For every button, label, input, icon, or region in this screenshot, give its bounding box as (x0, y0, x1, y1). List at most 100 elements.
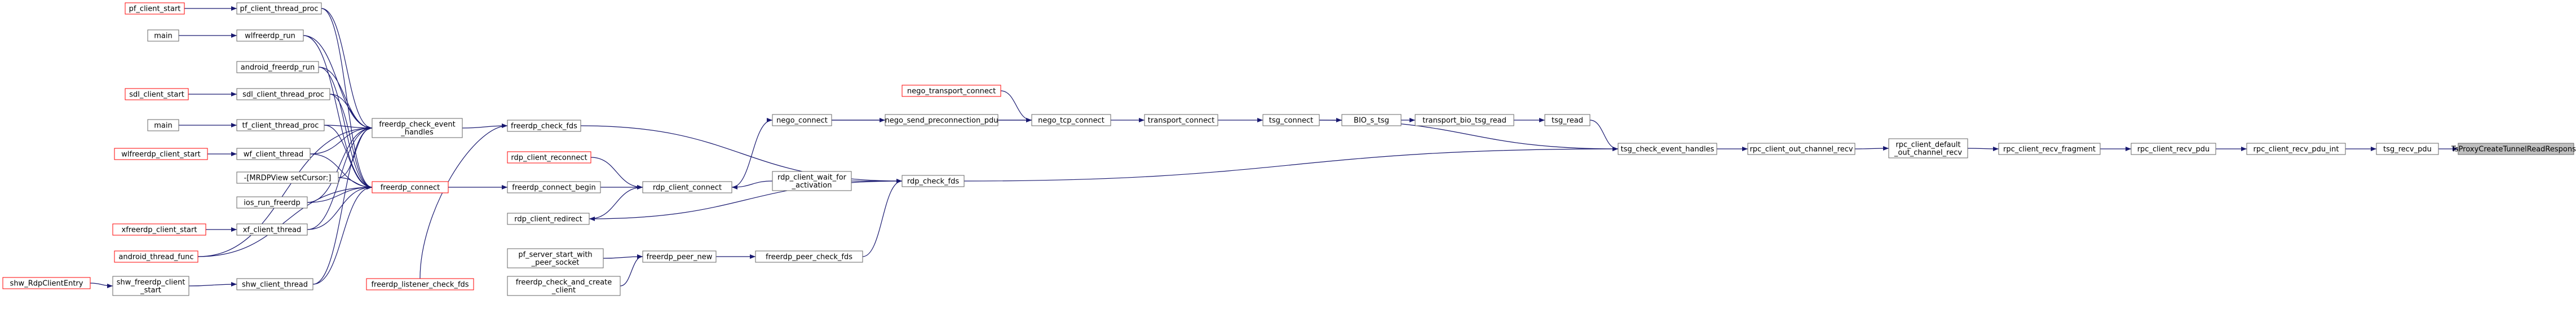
node-rpc-client-recv-fragment[interactable]: rpc_client_recv_fragment (1998, 143, 2101, 155)
node-freerdp-check-event-handles[interactable]: freerdp_check_event_handles (372, 118, 463, 138)
node-box (114, 148, 208, 160)
node-box (112, 276, 189, 296)
edge-rdp_check_fds-to-tsg_check_event_handles (964, 147, 1619, 182)
node-tsg-check-event-handles[interactable]: tsg_check_event_handles (1618, 143, 1717, 155)
node-box (902, 175, 965, 187)
node-label: main (154, 122, 172, 130)
node-shw-client-thread[interactable]: shw_client_thread (236, 278, 313, 290)
edge-tf_client_thread_proc-to-freerdp_connect (324, 125, 373, 189)
node-label: tsg_connect (1269, 117, 1313, 125)
node-transport-connect[interactable]: transport_connect (1144, 114, 1218, 126)
node-freerdp-connect-begin[interactable]: freerdp_connect_begin (507, 181, 601, 193)
node-label: -[MRDPView setCursor:] (244, 174, 332, 183)
node-tsg-read[interactable]: tsg_read (1544, 114, 1590, 126)
node-label: freerdp_check_fds (511, 122, 577, 131)
node-freerdp-connect[interactable]: freerdp_connect (372, 181, 449, 193)
node-rpc-client-out-channel-recv[interactable]: rpc_client_out_channel_recv (1747, 143, 1855, 155)
node-label: pf_server_start_with (518, 251, 592, 259)
node-bio-s-tsg[interactable]: BIO_s_tsg (1341, 114, 1402, 126)
node-rdp-client-wait-for-activation[interactable]: rdp_client_wait_for_activation (772, 171, 852, 191)
node-freerdp-peer-new[interactable]: freerdp_peer_new (642, 250, 717, 263)
node-box (114, 250, 198, 263)
node-label: shw_freerdp_client (117, 279, 185, 287)
node-tsg-recv-pdu[interactable]: tsg_recv_pdu (2376, 143, 2439, 155)
node-rpc-client-default-out-channel-recv[interactable]: rpc_client_default_out_channel_recv (1888, 138, 1968, 158)
edge-pf_client_thread_proc-to-freerdp_connect (321, 8, 373, 189)
node-label: xf_client_thread (243, 226, 302, 235)
node-tf-client-thread-proc[interactable]: tf_client_thread_proc (236, 119, 325, 131)
node-label: freerdp_check_event (379, 121, 455, 129)
node-tsproxy[interactable]: TsProxyCreateTunnelReadResponse (2451, 143, 2576, 155)
node-box (507, 181, 601, 193)
node-rpc-client-recv-pdu-int[interactable]: rpc_client_recv_pdu_int (2246, 143, 2346, 155)
node-pf-client-thread-proc[interactable]: pf_client_thread_proc (236, 2, 322, 15)
node-freerdp-listener-check-fds[interactable]: freerdp_listener_check_fds (366, 278, 474, 290)
node-box (507, 276, 621, 296)
node-box (1415, 114, 1514, 126)
node-android-thread-func[interactable]: android_thread_func (114, 250, 198, 263)
node-label: _peer_socket (531, 259, 580, 267)
node-freerdp-check-and-create-client[interactable]: freerdp_check_and_create_client (507, 276, 621, 296)
node-rdp-check-fds[interactable]: rdp_check_fds (902, 175, 965, 187)
node-mrdpview[interactable]: -[MRDPView setCursor:] (236, 171, 339, 184)
node-main2[interactable]: main (147, 119, 179, 131)
node-box (2131, 143, 2216, 155)
node-xf-client-thread[interactable]: xf_client_thread (236, 223, 308, 236)
node-box (642, 181, 732, 193)
node-freerdp-peer-check-fds[interactable]: freerdp_peer_check_fds (755, 250, 863, 263)
node-wf-client-thread[interactable]: wf_client_thread (236, 148, 311, 160)
node-box (147, 29, 179, 42)
node-label: _out_channel_recv (1894, 149, 1962, 157)
node-tsg-connect[interactable]: tsg_connect (1262, 114, 1320, 126)
node-box (112, 223, 206, 236)
node-label: rpc_client_out_channel_recv (1749, 146, 1853, 154)
node-label: BIO_s_tsg (1354, 117, 1389, 125)
node-rdp-client-connect[interactable]: rdp_client_connect (642, 181, 732, 193)
node-box (372, 181, 449, 193)
node-label: nego_connect (776, 117, 828, 125)
node-label: sdl_client_start (129, 91, 184, 99)
node-ios-run-freerdp[interactable]: ios_run_freerdp (236, 196, 308, 209)
node-wlfreerdp-client-start[interactable]: wlfreerdp_client_start (114, 148, 208, 160)
node-rdp-client-reconnect[interactable]: rdp_client_reconnect (507, 151, 591, 164)
edge-wlfreerdp_run-to-freerdp_connect (303, 35, 373, 189)
node-shw-rdpclient[interactable]: shw_RdpClientEntry (2, 277, 91, 289)
node-xfreerdp-client-start[interactable]: xfreerdp_client_start (112, 223, 206, 236)
node-label: android_freerdp_run (241, 64, 315, 72)
node-box (236, 119, 325, 131)
edge-shw_client_thread-to-freerdp_connect (312, 185, 373, 285)
node-android-freerdp-run[interactable]: android_freerdp_run (236, 61, 319, 73)
node-box (1544, 114, 1590, 126)
edge-shw_client_thread-to-freerdp_check_event_handles (312, 126, 373, 285)
node-nego-transport-connect[interactable]: nego_transport_connect (902, 85, 1001, 97)
node-rdp-client-redirect[interactable]: rdp_client_redirect (507, 213, 590, 225)
node-sdl-client-start[interactable]: sdl_client_start (125, 88, 189, 100)
node-nego-tcp-connect[interactable]: nego_tcp_connect (1031, 114, 1111, 126)
node-shw-freerdp-client-start[interactable]: shw_freerdp_client_start (112, 276, 189, 296)
node-nego-connect[interactable]: nego_connect (772, 114, 832, 126)
node-main1[interactable]: main (147, 29, 179, 42)
node-label: wlfreerdp_run (245, 32, 295, 41)
node-box (236, 223, 308, 236)
node-box (236, 61, 319, 73)
node-label: freerdp_peer_new (647, 253, 713, 262)
node-freerdp-check-fds[interactable]: freerdp_check_fds (507, 120, 581, 132)
node-transport-bio-tsg-read[interactable]: transport_bio_tsg_read (1415, 114, 1514, 126)
node-label: _client (551, 286, 576, 295)
node-label: tsg_recv_pdu (2383, 146, 2432, 154)
node-nego-send-preconnection-pdu[interactable]: nego_send_preconnection_pdu (885, 114, 998, 126)
node-box (507, 151, 591, 164)
node-wlfreerdp-run[interactable]: wlfreerdp_run (236, 29, 304, 42)
node-sdl-client-thread-proc[interactable]: sdl_client_thread_proc (236, 88, 330, 100)
edge-sdl_client_thread_proc-to-freerdp_check_event_handles (329, 94, 373, 130)
node-box (236, 278, 313, 290)
node-box (236, 196, 308, 209)
node-box (507, 248, 604, 268)
node-rpc-client-recv-pdu[interactable]: rpc_client_recv_pdu (2131, 143, 2216, 155)
node-box (372, 118, 463, 138)
node-pf-server-start-with-peer-socket[interactable]: pf_server_start_with_peer_socket (507, 248, 604, 268)
node-box (236, 88, 330, 100)
node-pf-client-start[interactable]: pf_client_start (125, 2, 185, 15)
edge-rdp_client_reconnect-to-rdp_client_connect (590, 157, 643, 189)
